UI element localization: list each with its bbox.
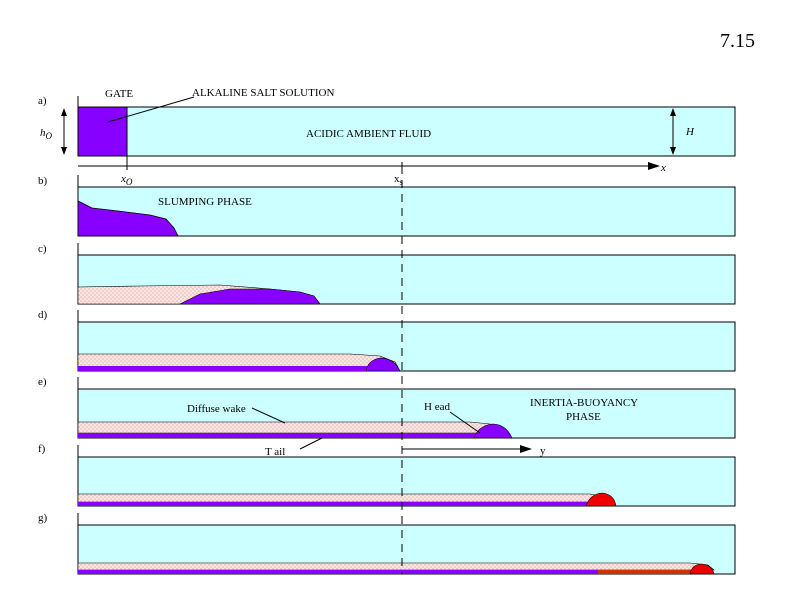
phase-label: PHASE	[566, 411, 601, 423]
panel-label-e: e)	[38, 376, 47, 388]
alkaline-leader-line	[107, 96, 195, 123]
tail-f	[78, 502, 590, 506]
panel-label-d: d)	[38, 309, 48, 321]
tank-b	[77, 186, 736, 237]
tail-d	[78, 366, 368, 371]
panel-e: Diffuse wake H ead INERTIA-BUOYANCY PHAS…	[77, 377, 736, 458]
diffuse-wake-label: Diffuse wake	[187, 403, 246, 415]
y-axis: y	[402, 445, 546, 457]
tank-a	[77, 106, 736, 157]
panel-b: SLUMPING PHASE	[77, 175, 736, 237]
slumping-phase-label: SLUMPING PHASE	[158, 196, 252, 208]
H-label: H	[685, 126, 695, 138]
head-label: H ead	[424, 401, 450, 413]
diffuse-wake-f	[77, 493, 613, 503]
head-leader	[449, 411, 481, 434]
gate-label: GATE	[105, 88, 133, 100]
panel-label-g: g)	[38, 512, 48, 524]
panel-c	[77, 243, 736, 305]
inertia-buoyancy-label: INERTIA-BUOYANCY	[530, 397, 638, 409]
diffuse-wake-e	[77, 421, 506, 434]
h0-label: hO	[40, 127, 53, 141]
tail-g	[78, 570, 598, 574]
panel-label-b: b)	[38, 175, 48, 187]
panel-label-f: f)	[38, 443, 46, 455]
slumping-current	[77, 200, 179, 237]
neutralized-tail-g	[598, 570, 693, 574]
panel-a: hO H GATE ALKALINE SALT SOLUTION ACIDIC …	[40, 87, 736, 187]
panel-label-a: a)	[38, 95, 47, 107]
x-axis-label: x	[660, 162, 666, 174]
panel-g	[77, 513, 736, 575]
tail-leader	[299, 437, 323, 450]
neutralized-head-g	[689, 563, 715, 575]
x0-label: xO	[120, 173, 133, 187]
diffuse-wake-g	[77, 562, 715, 571]
panel-f	[77, 445, 736, 507]
acidic-ambient-label: ACIDIC AMBIENT FLUID	[306, 128, 431, 140]
panel-label-c: c)	[38, 243, 47, 255]
tail-label: T ail	[265, 446, 285, 458]
head-d	[365, 357, 401, 372]
diffuse-wake-leader	[251, 407, 286, 424]
tail-e	[78, 433, 478, 438]
salt-solution-lock	[77, 106, 128, 157]
current-head-c	[179, 288, 321, 305]
diffuse-wake-d	[77, 353, 399, 368]
y-axis-label: y	[540, 445, 546, 457]
figure-number: 7.15	[720, 30, 755, 52]
alkaline-salt-label: ALKALINE SALT SOLUTION	[192, 87, 334, 99]
neutralized-head-f	[585, 492, 617, 507]
panel-d	[77, 310, 736, 372]
